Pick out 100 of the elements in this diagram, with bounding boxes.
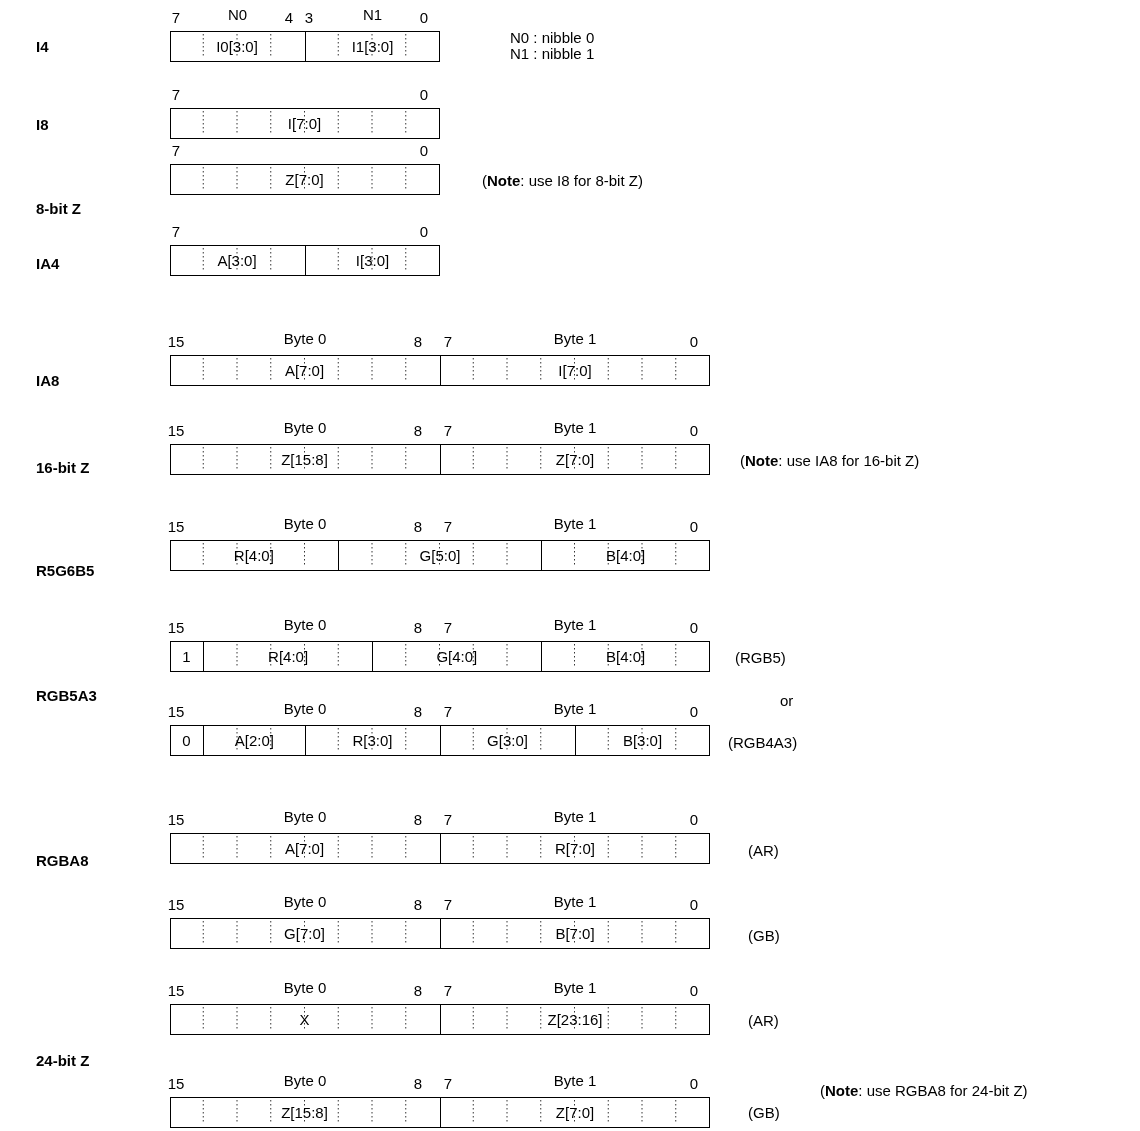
bit-field: B[4:0]: [540, 541, 710, 570]
bit-field: G[7:0]: [169, 919, 440, 948]
bit-field: Z[15:8]: [169, 1098, 440, 1127]
byte-label: Byte 0: [283, 892, 327, 910]
register-box: [170, 1097, 710, 1128]
bit-number: 7: [171, 222, 181, 240]
bit-number: 7: [443, 421, 453, 439]
register-box: [170, 444, 710, 475]
byte-label: Byte 0: [283, 514, 327, 532]
bit-field: R[4:0]: [203, 642, 372, 671]
bit-number: 8: [413, 981, 423, 999]
bit-field: 1: [169, 642, 204, 671]
bit-number: 0: [689, 810, 699, 828]
format-name: 16-bit Z: [36, 458, 90, 476]
format-name: RGBA8: [36, 851, 89, 869]
format-name: 24-bit Z: [36, 1051, 90, 1069]
bit-number: 8: [413, 702, 423, 720]
bit-field: B[3:0]: [574, 726, 710, 755]
bit-field: Z[23:16]: [439, 1005, 710, 1034]
bit-number: 0: [689, 981, 699, 999]
format-name: I4: [36, 37, 49, 55]
bit-number: 15: [167, 1074, 185, 1092]
byte-label: Byte 0: [283, 329, 327, 347]
note-text: or: [780, 691, 794, 709]
bit-field: Z[7:0]: [169, 165, 440, 194]
byte-label: Byte 1: [553, 978, 597, 996]
register-box: [170, 1004, 710, 1035]
format-name: IA8: [36, 371, 60, 389]
bit-number: 3: [304, 8, 314, 26]
bit-number: 8: [413, 618, 423, 636]
register-box: [170, 918, 710, 949]
bit-number: 7: [443, 1074, 453, 1092]
note-text: (GB): [748, 1103, 780, 1121]
note-text: (Note: use IA8 for 16-bit Z): [740, 451, 920, 469]
bit-number: 0: [689, 421, 699, 439]
bit-field: R[7:0]: [439, 834, 710, 863]
note-text: (RGB4A3): [728, 733, 798, 751]
note-text: (Note: use I8 for 8-bit Z): [482, 171, 643, 189]
bit-field: A[7:0]: [169, 356, 440, 385]
bit-field: I[3:0]: [304, 246, 440, 275]
bit-field: Z[7:0]: [439, 1098, 710, 1127]
bit-number: 0: [689, 1074, 699, 1092]
bit-field: R[3:0]: [304, 726, 440, 755]
bit-number: 8: [413, 1074, 423, 1092]
note-text: (GB): [748, 926, 780, 944]
bit-number: 0: [689, 895, 699, 913]
bit-number: 7: [443, 618, 453, 636]
format-name: IA4: [36, 254, 60, 272]
byte-label: Byte 0: [283, 418, 327, 436]
bit-field: X: [169, 1005, 440, 1034]
byte-label: Byte 0: [283, 978, 327, 996]
byte-label: Byte 0: [283, 615, 327, 633]
bit-number: 7: [443, 517, 453, 535]
bit-number: 15: [167, 517, 185, 535]
bit-number: 7: [171, 141, 181, 159]
bit-field: G[3:0]: [439, 726, 575, 755]
byte-label: Byte 1: [553, 892, 597, 910]
bit-number: 15: [167, 618, 185, 636]
bit-field: B[4:0]: [540, 642, 710, 671]
bit-number: 15: [167, 810, 185, 828]
byte-label: Byte 1: [553, 418, 597, 436]
bit-number: 8: [413, 517, 423, 535]
bit-field: Z[15:8]: [169, 445, 440, 474]
bit-number: 7: [171, 8, 181, 26]
register-box: [170, 540, 710, 571]
note-text: (AR): [748, 1011, 779, 1029]
bit-number: 7: [443, 810, 453, 828]
bit-number: 0: [689, 618, 699, 636]
bit-number: 15: [167, 895, 185, 913]
register-box: [170, 641, 710, 672]
format-name: 8-bit Z: [36, 199, 81, 217]
bit-field: Z[7:0]: [439, 445, 710, 474]
bit-number: 0: [689, 517, 699, 535]
bit-field: I0[3:0]: [169, 32, 305, 61]
register-box: [170, 725, 710, 756]
note-text: (AR): [748, 841, 779, 859]
bit-number: 8: [413, 895, 423, 913]
note-text: N0 : nibble 0: [510, 28, 595, 46]
register-box: [170, 833, 710, 864]
bit-number: 7: [443, 332, 453, 350]
byte-label: N1: [362, 5, 383, 23]
format-name: R5G6B5: [36, 561, 95, 579]
bit-number: 15: [167, 421, 185, 439]
bit-field: B[7:0]: [439, 919, 710, 948]
bit-number: 7: [443, 981, 453, 999]
bit-number: 0: [689, 332, 699, 350]
note-text: N1 : nibble 1: [510, 44, 595, 62]
bit-number: 15: [167, 332, 185, 350]
note-text: (RGB5): [735, 648, 786, 666]
byte-label: Byte 0: [283, 1071, 327, 1089]
byte-label: Byte 1: [553, 807, 597, 825]
bit-number: 4: [284, 8, 294, 26]
bit-number: 15: [167, 702, 185, 720]
bit-field: A[3:0]: [169, 246, 305, 275]
bit-number: 0: [689, 702, 699, 720]
bit-number: 15: [167, 981, 185, 999]
bit-number: 7: [171, 85, 181, 103]
bit-field: I[7:0]: [439, 356, 710, 385]
byte-label: Byte 1: [553, 699, 597, 717]
bit-field: 0: [169, 726, 204, 755]
